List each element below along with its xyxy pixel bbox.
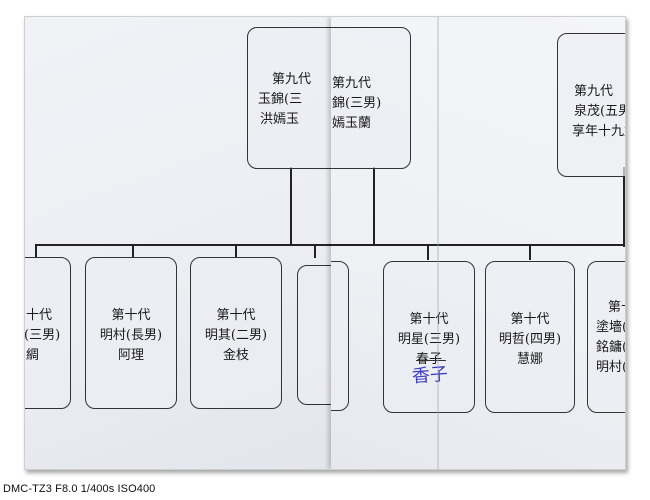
box-text-line: 明村(嗣男 bbox=[596, 360, 625, 375]
box-text-line: 春子 bbox=[415, 352, 442, 367]
box-text-line: 第九代 bbox=[332, 76, 372, 91]
box-text-line: 泉茂(五男 bbox=[574, 104, 625, 119]
gen10-box-edge-left bbox=[297, 265, 337, 405]
box-text-line: 第九代 bbox=[272, 72, 312, 87]
connector-line bbox=[35, 244, 335, 246]
connector-line bbox=[373, 167, 375, 245]
box-text-line: 錦(三男) bbox=[332, 96, 382, 111]
gen10-box-partial-right: 第十代 塗墻(嗣男 銘鏞(嗣男 明村(嗣男 bbox=[587, 261, 625, 413]
paper-fold-line bbox=[437, 17, 439, 469]
box-text-line: 第十代 bbox=[111, 308, 151, 323]
strikethrough-mark bbox=[416, 360, 446, 361]
gen9-box-yujin-left: 第九代 玉錦(三 洪嫣玉 bbox=[247, 27, 337, 169]
box-text-line: 第十代 bbox=[510, 312, 550, 327]
box-text-line: 十代 bbox=[26, 308, 53, 323]
connector-line bbox=[427, 244, 429, 260]
gen10-box-mingcun: 第十代 明村(長男) 阿理 bbox=[85, 257, 177, 409]
box-text-line: 金枝 bbox=[222, 348, 249, 363]
gen10-box-partial-left: 十代 (三男) 綢 bbox=[25, 257, 71, 409]
box-text-line: 第十代 bbox=[608, 300, 625, 315]
photo-frame: 第九代 玉錦(三 洪嫣玉 十代 (三男) 綢 第十代 明村(長男) 阿理 第十代… bbox=[24, 16, 626, 470]
gen9-box-yujin-right: 第九代 錦(三男) 嫣玉蘭 bbox=[331, 27, 411, 169]
box-text-line: 塗墻(嗣男 bbox=[596, 320, 625, 335]
handwritten-note: 香子 bbox=[411, 363, 449, 388]
gen10-box-mingzhe: 第十代 明哲(四男) 慧娜 bbox=[485, 261, 575, 413]
box-text-line: 洪嫣玉 bbox=[260, 112, 300, 127]
box-text-line: 明村(長男) bbox=[99, 328, 163, 343]
box-text-line: 享年十九歲 bbox=[572, 124, 625, 139]
gen9-box-quanmao: 第九代 泉茂(五男 享年十九歲 bbox=[557, 33, 625, 177]
box-text-line: 第九代 bbox=[574, 84, 614, 99]
connector-line bbox=[623, 167, 625, 247]
left-paper-sheet: 第九代 玉錦(三 洪嫣玉 十代 (三男) 綢 第十代 明村(長男) 阿理 第十代… bbox=[25, 17, 337, 469]
box-text-line: 阿理 bbox=[117, 348, 144, 363]
box-text-line: 玉錦(三 bbox=[258, 92, 303, 107]
camera-caption: DMC-TZ3 F8.0 1/400s ISO400 bbox=[3, 483, 156, 495]
box-text-line: 銘鏞(嗣男 bbox=[596, 340, 625, 355]
box-text-line: 嫣玉蘭 bbox=[332, 116, 372, 131]
box-text-line: 明星(三男) bbox=[397, 332, 461, 347]
box-text-line: (三男) bbox=[25, 328, 61, 343]
connector-line bbox=[331, 244, 625, 246]
connector-line bbox=[235, 244, 237, 258]
connector-line bbox=[132, 244, 134, 258]
box-text-line: 第十代 bbox=[409, 312, 449, 327]
gen10-box-edge-right bbox=[331, 261, 349, 411]
connector-line bbox=[529, 244, 531, 260]
box-text-line: 明其(二男) bbox=[204, 328, 268, 343]
box-text-line: 慧娜 bbox=[516, 352, 543, 367]
gen10-box-mingxing: 第十代 明星(三男) 春子 香子 bbox=[383, 261, 475, 413]
box-text-line: 綢 bbox=[26, 348, 40, 363]
right-paper-sheet: 第九代 錦(三男) 嫣玉蘭 第九代 泉茂(五男 享年十九歲 第十代 明星(三男)… bbox=[331, 17, 625, 469]
connector-line bbox=[35, 244, 37, 258]
box-text-line: 第十代 bbox=[216, 308, 256, 323]
gen10-box-mingqi: 第十代 明其(二男) 金枝 bbox=[190, 257, 282, 409]
connector-line bbox=[314, 244, 316, 258]
box-text-line: 明哲(四男) bbox=[498, 332, 562, 347]
connector-line bbox=[290, 167, 292, 245]
